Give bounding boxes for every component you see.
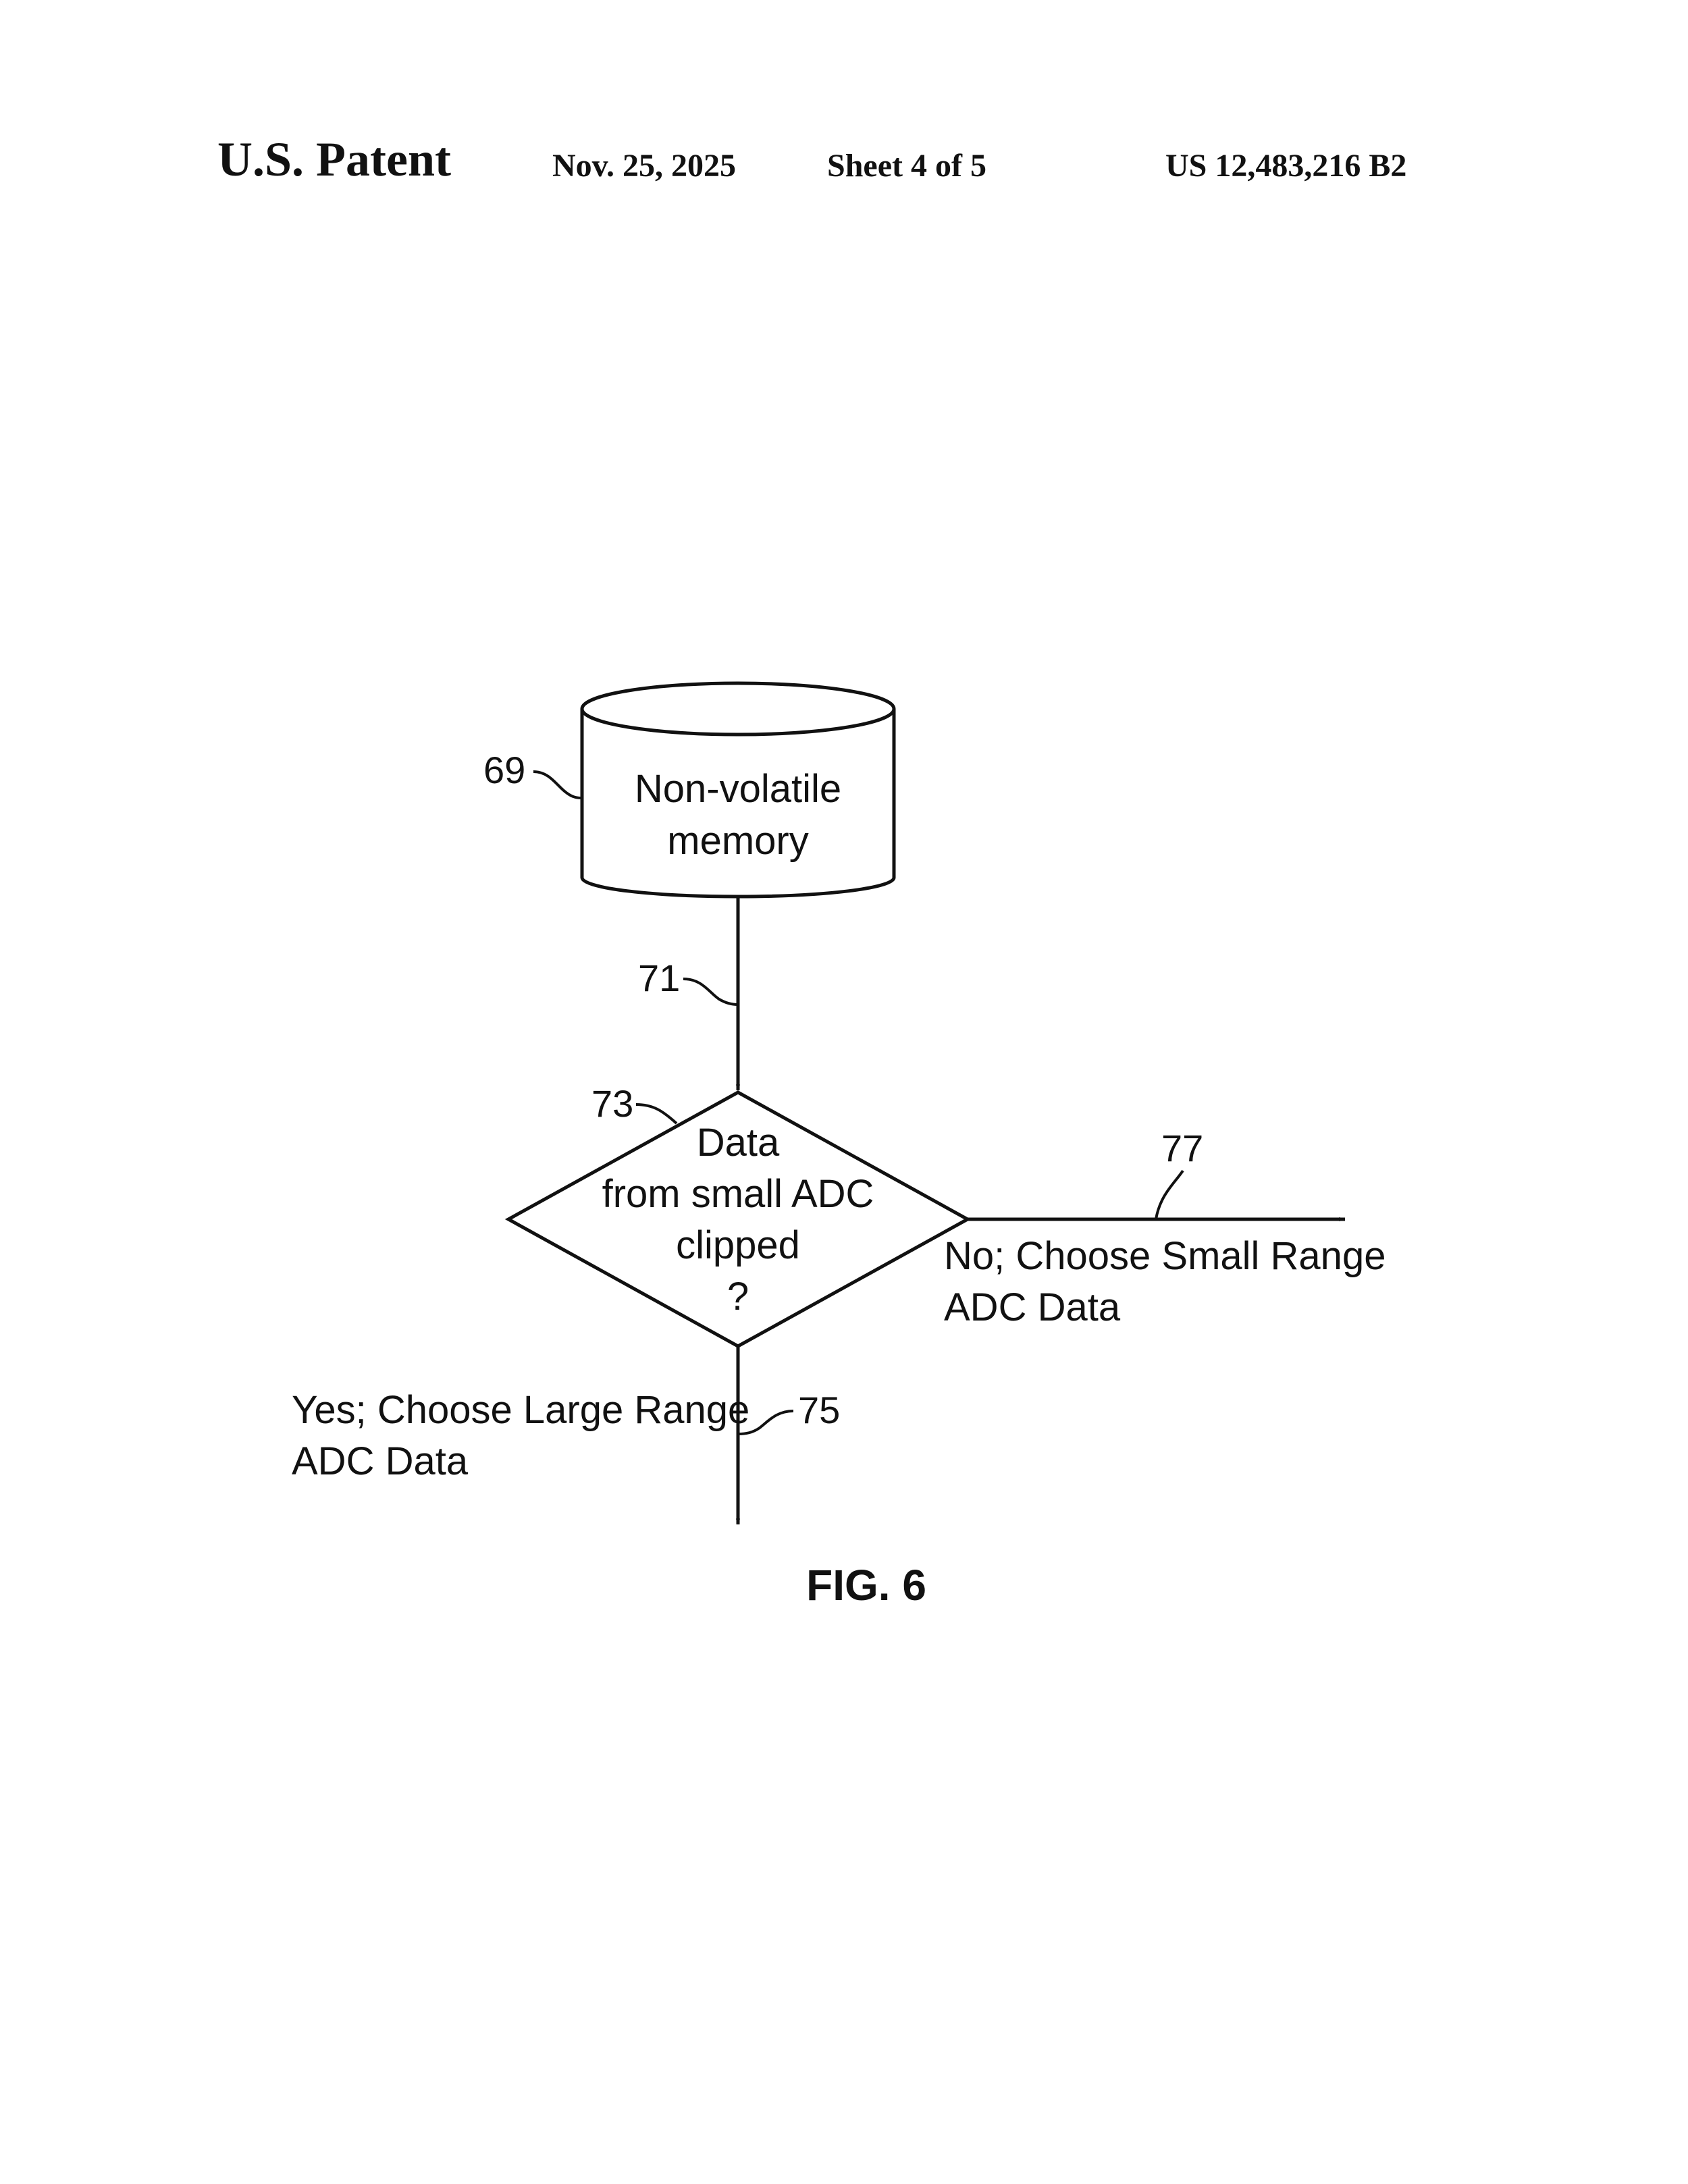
decision-label-line4: ? xyxy=(727,1275,749,1319)
patent-header-sheet: Sheet 4 of 5 xyxy=(827,148,986,184)
yes-branch-label-line1: Yes; Choose Large Range xyxy=(292,1388,749,1432)
reference-numeral-71: 71 xyxy=(638,957,680,999)
decision-label-line2: from small ADC xyxy=(602,1172,874,1216)
reference-numeral-75: 75 xyxy=(798,1389,840,1431)
reference-numeral-77: 77 xyxy=(1161,1127,1203,1169)
yes-branch-label-line2: ADC Data xyxy=(292,1439,469,1483)
decision-diamond: Data from small ADC clipped ? xyxy=(504,1090,972,1348)
reference-numeral-73: 73 xyxy=(591,1082,633,1125)
patent-header-date: Nov. 25, 2025 xyxy=(552,148,737,184)
leader-line-69 xyxy=(533,770,583,799)
figure-label: FIG. 6 xyxy=(806,1561,926,1609)
leader-line-71 xyxy=(683,978,739,1006)
leader-line-77 xyxy=(1155,1169,1184,1220)
memory-label-line1: Non-volatile xyxy=(635,767,841,811)
decision-label-line1: Data xyxy=(697,1121,780,1165)
leader-line-75 xyxy=(737,1410,794,1435)
no-branch-label-line2: ADC Data xyxy=(944,1285,1121,1329)
leader-line-73 xyxy=(635,1103,678,1125)
patent-header-title: U.S. Patent xyxy=(217,132,451,186)
decision-label-line3: clipped xyxy=(676,1223,800,1267)
no-branch-label-line1: No; Choose Small Range xyxy=(944,1234,1386,1278)
memory-label-line2: memory xyxy=(667,819,808,863)
patent-header-number: US 12,483,216 B2 xyxy=(1165,148,1407,184)
reference-numeral-69: 69 xyxy=(483,749,525,791)
non-volatile-memory-cylinder: Non-volatile memory xyxy=(580,681,896,899)
